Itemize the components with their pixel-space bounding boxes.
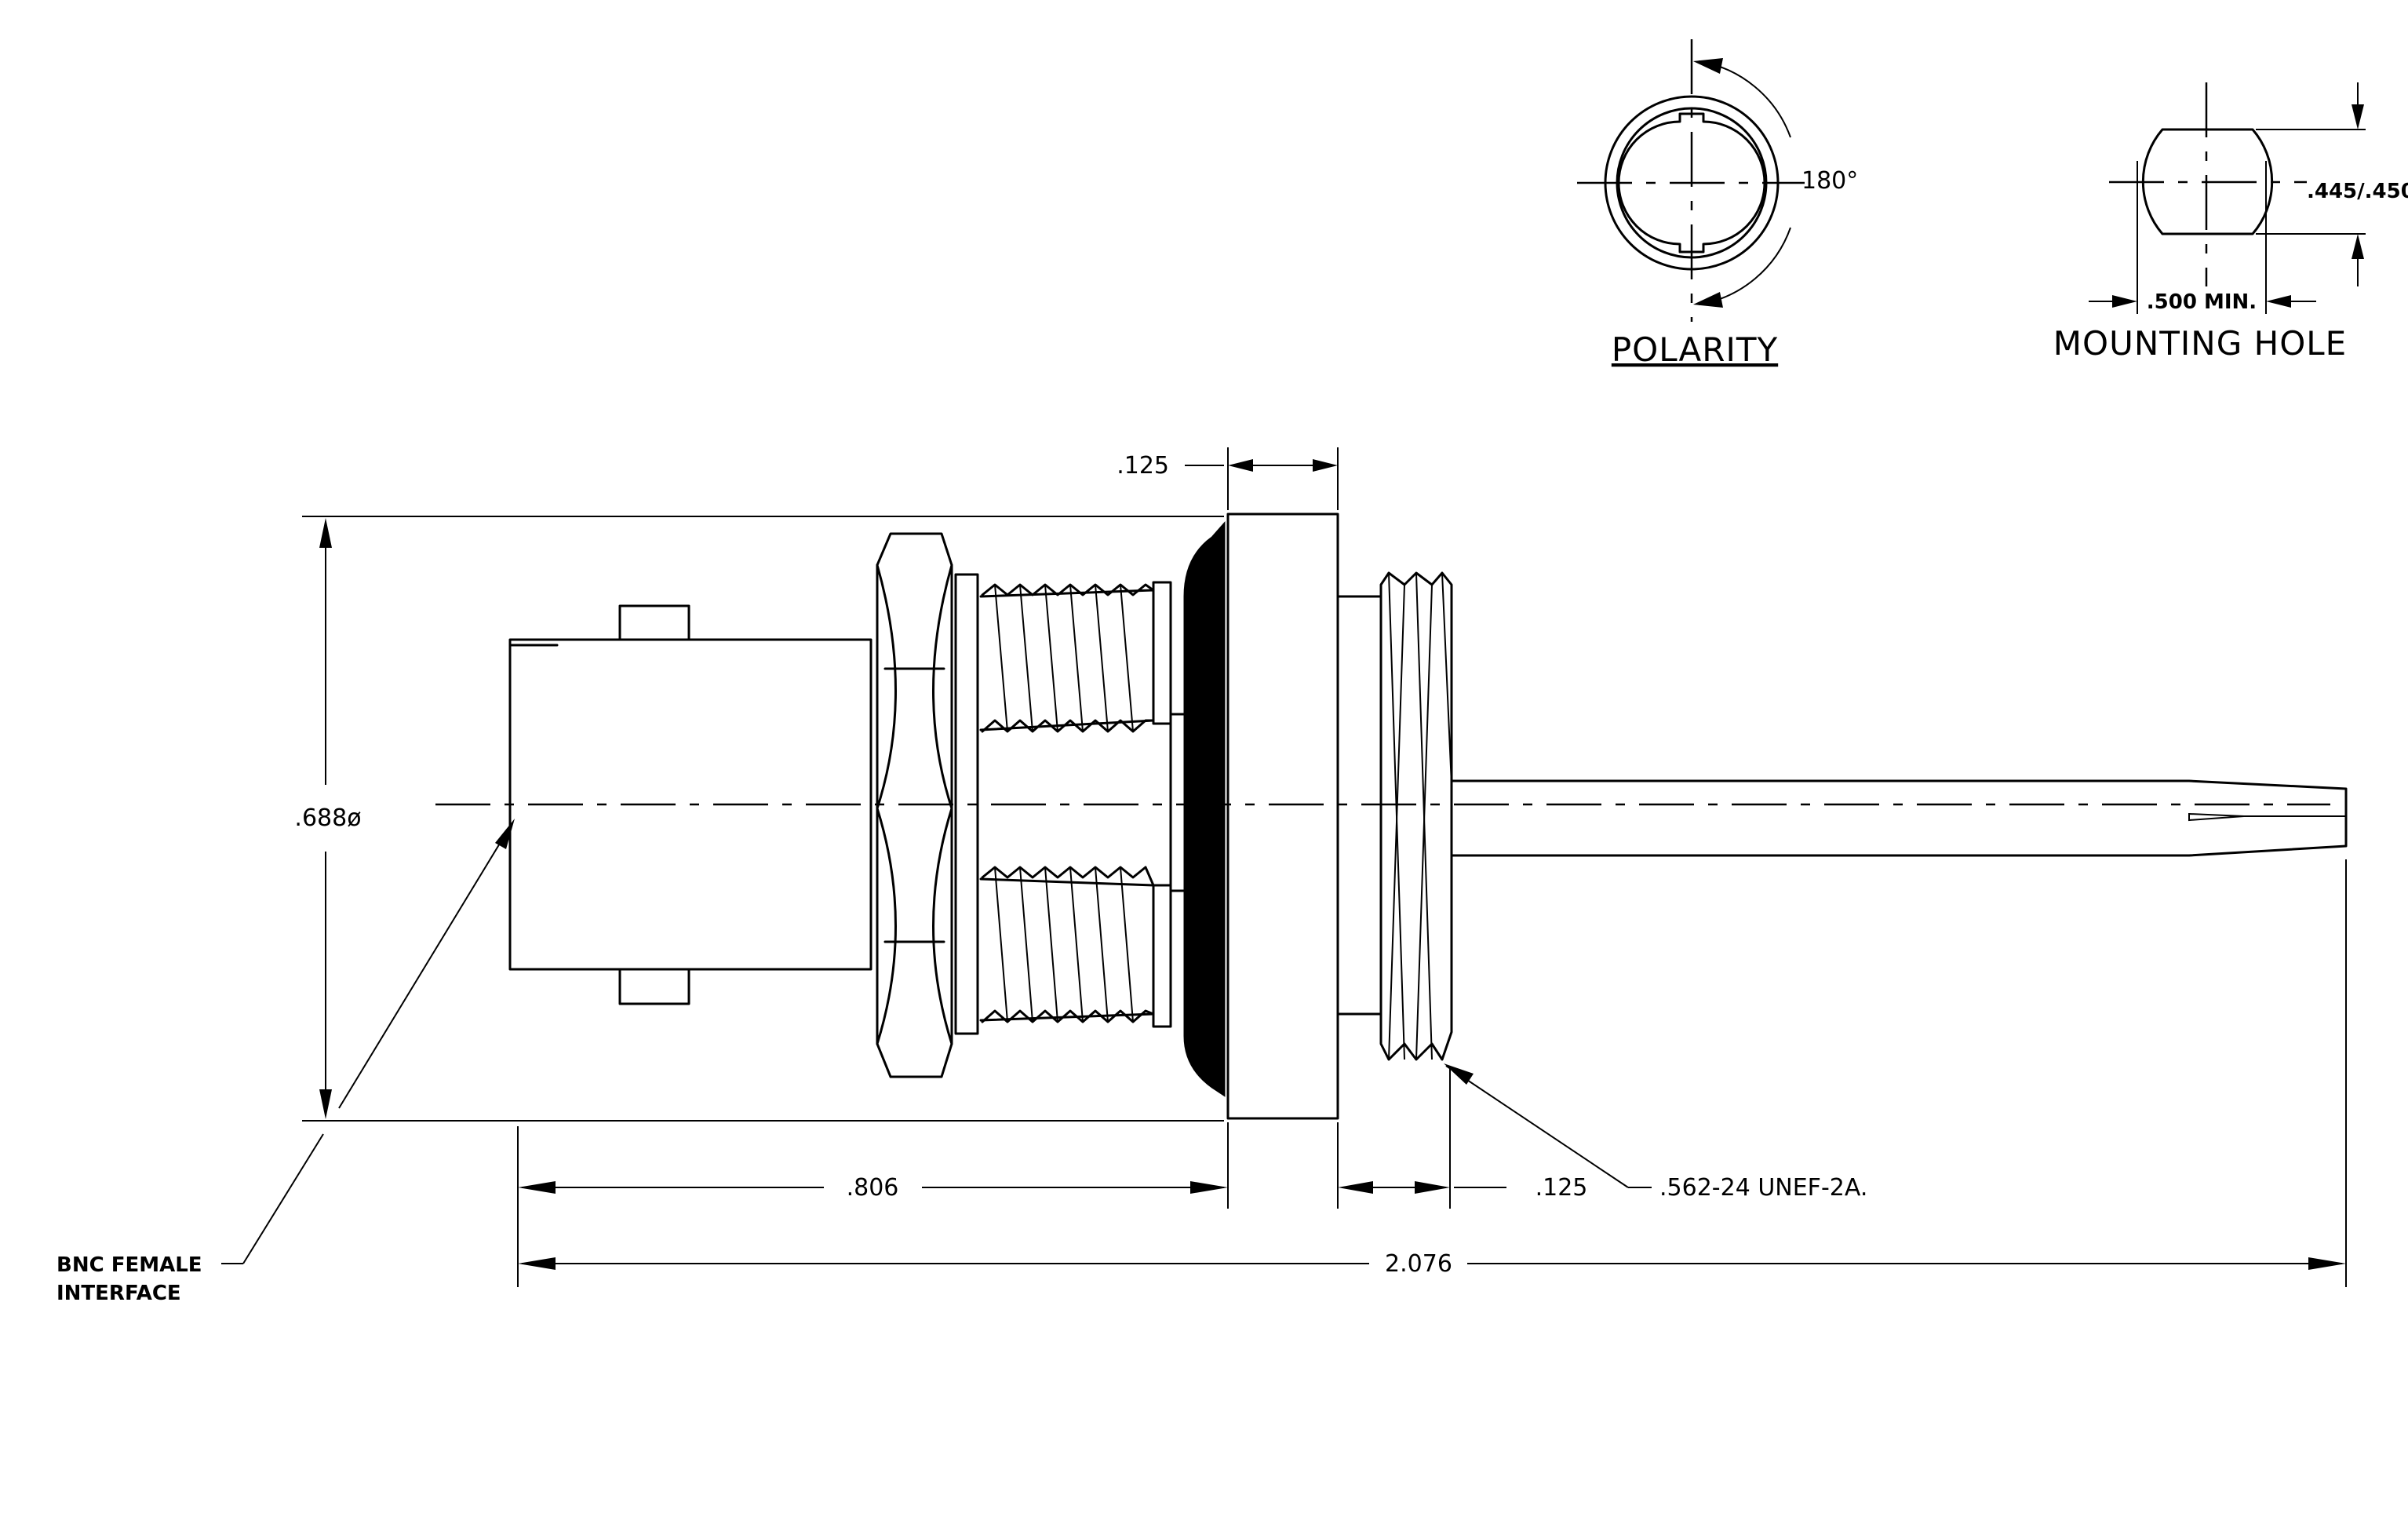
mounting-hole-outline [2141,128,2274,235]
dim-overall-arrow-left [518,1257,556,1270]
bayonet-stud-top [618,604,690,641]
flange [1226,512,1339,1120]
bnc-interface-leader-2 [242,1133,324,1264]
thread-section-bottom [979,866,1172,1028]
bnc-body [508,638,872,971]
mounting-hole-width-label: .500 MIN. [2147,290,2257,314]
contact-pin [1450,779,2348,857]
polarity-keyed-bore [1617,112,1766,254]
lock-washer [954,573,979,1035]
overall-length-label: 2.076 [1385,1250,1452,1278]
body-diameter-label: .688ø [294,804,361,832]
polarity-view: 180° POLARITY [1577,39,1858,369]
thread-length-label: .125 [1536,1174,1588,1202]
bnc-interface-label-line2: INTERFACE [56,1282,181,1305]
dim-overall-arrow-right [2308,1257,2346,1270]
bnc-interface-arrow [495,819,515,849]
thread-spec-leader [1445,1065,1629,1188]
pin-tip-slot [2188,812,2245,822]
dim-806-arrow-right [1190,1181,1228,1194]
hex-nut-flat-curve-1 [876,564,897,810]
gasket [1183,521,1226,1097]
dim-flange-arrow-left [1228,459,1253,472]
dimensions: .125 .688ø .806 .125 .562-24 UNEF-2A. [56,447,2347,1305]
dim-flange-arrow-right [1313,459,1338,472]
thread-spec-arrow [1444,1063,1474,1085]
mh-arrow-left [2112,295,2137,308]
dim-thread-arrow-right [1415,1181,1450,1194]
polarity-arrow-bottom [1693,292,1723,308]
hex-nut [876,532,953,1078]
mounting-hole-title: MOUNTING HOLE [2053,324,2347,363]
dim-dia-arrow-bottom [319,1089,332,1119]
polarity-arrow-top [1693,58,1723,74]
rear-thread [1379,571,1453,1061]
hex-nut-flat-curve-2 [932,564,953,810]
bnc-interface-leader [338,823,512,1109]
dim-thread-arrow-left [1338,1181,1373,1194]
thread-section-top [979,581,1172,733]
mounting-hole-height-label: .445/.450 [2307,180,2408,203]
bnc-length-label: .806 [847,1174,899,1202]
mh-arrow-top [2352,104,2364,129]
mh-arrow-right [2266,295,2291,308]
polarity-angle-label: 180° [1801,167,1858,195]
mh-arrow-bottom [2352,234,2364,259]
connector-side-view [435,512,2348,1120]
hex-nut-flat-curve-4 [932,807,953,1045]
polarity-title: POLARITY [1612,330,1778,369]
dim-806-arrow-left [518,1181,556,1194]
flange-thickness-label: .125 [1117,452,1169,480]
hex-nut-flat-curve-3 [876,807,897,1045]
thread-spec-label: .562-24 UNEF-2A. [1659,1174,1867,1202]
dim-dia-arrow-top [319,518,332,548]
mounting-hole-view: .445/.450 .500 MIN. MOUNTING HOLE [2053,82,2408,363]
bnc-interface-label-line1: BNC FEMALE [56,1253,202,1277]
bayonet-stud-bottom [618,968,690,1005]
